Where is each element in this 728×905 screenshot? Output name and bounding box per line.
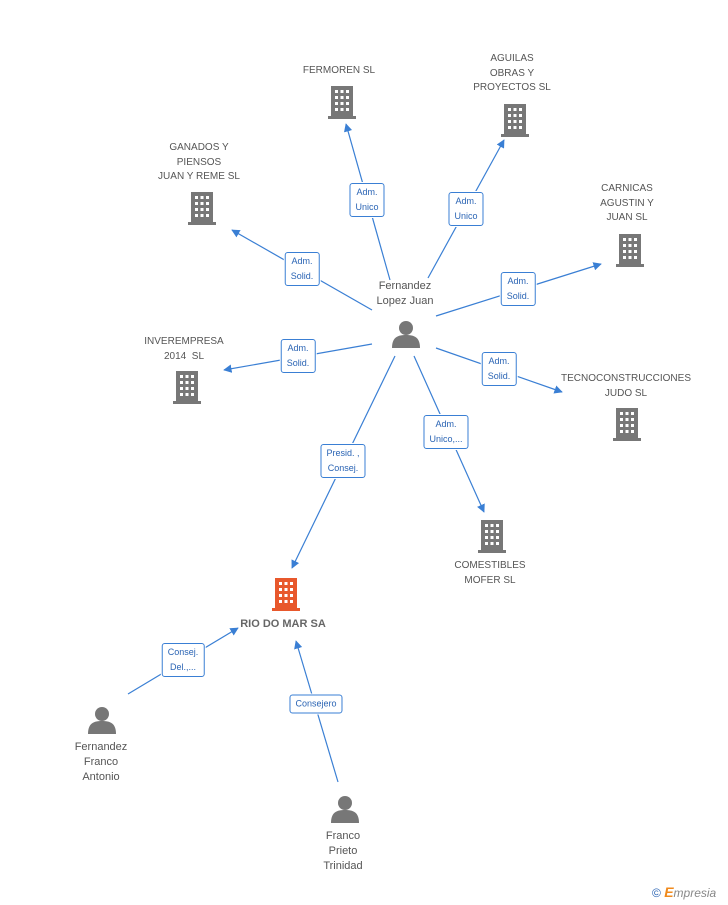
edge-label-line: Del.,...: [169, 662, 197, 672]
central-person-icon[interactable]: [392, 321, 420, 348]
company-label-carnicas[interactable]: CARNICAS AGUSTIN Y JUAN SL: [600, 182, 654, 226]
company-label-line: PIENSOS: [176, 156, 222, 168]
edge-label-riodomar[interactable]: Presid. , Consej.: [320, 444, 366, 478]
edge-label-line: Solid.: [290, 271, 314, 281]
person-label-line: Franco: [325, 830, 361, 842]
person-icon-prieto-trinidad[interactable]: [331, 796, 359, 823]
person-label-line: Trinidad: [323, 860, 363, 872]
company-label-line: JUDO SL: [604, 387, 648, 399]
person-label-line: Fernandez: [74, 741, 128, 753]
main-company-label[interactable]: RIO DO MAR SA: [240, 618, 326, 630]
company-label-line: TECNOCONSTRUCCIONES: [560, 373, 692, 384]
person-label-line: Lopez Juan: [376, 295, 434, 307]
main-company-building-icon[interactable]: [272, 578, 300, 611]
company-building-icon-carnicas[interactable]: [616, 234, 644, 267]
edge-label-line: Unico: [355, 202, 379, 212]
edge-label-line: Consej.: [327, 463, 359, 473]
company-label-line: MOFER SL: [464, 574, 516, 586]
edge-label-line: Consejero: [295, 698, 337, 709]
company-label-line: COMESTIBLES: [454, 560, 526, 571]
person-label-line: Antonio: [82, 771, 120, 783]
edge-label-ganados[interactable]: Adm. Solid.: [284, 252, 320, 286]
company-label-line: OBRAS Y: [489, 67, 535, 79]
edge-label-fermoren[interactable]: Adm. Unico: [349, 183, 385, 217]
edge-label-antonio[interactable]: Consej. Del.,...: [161, 643, 205, 677]
company-label-comestibles[interactable]: COMESTIBLES MOFER SL: [454, 559, 525, 588]
company-label-line: AGUILAS: [490, 53, 534, 64]
edge-label-tecno[interactable]: Adm. Solid.: [481, 352, 517, 386]
edge-label-inverempresa[interactable]: Adm. Solid.: [280, 339, 316, 373]
person-label-prieto-trinidad[interactable]: Franco Prieto Trinidad: [323, 829, 362, 874]
brand-credit[interactable]: © Empresia: [652, 884, 716, 900]
company-label-line: INVEREMPRESA: [144, 336, 224, 347]
company-building-icon-aguilas[interactable]: [501, 104, 529, 137]
company-building-icon-inverempresa[interactable]: [173, 371, 201, 404]
person-label-line: Prieto: [328, 845, 358, 857]
person-icon-franco-antonio[interactable]: [88, 707, 116, 734]
edge-label-line: Solid.: [286, 358, 310, 368]
company-label-line: FERMOREN SL: [302, 65, 376, 76]
edge-label-trinidad[interactable]: Consejero: [289, 694, 343, 714]
edge-label-line: Adm.: [507, 276, 529, 286]
company-label-aguilas[interactable]: AGUILAS OBRAS Y PROYECTOS SL: [473, 52, 551, 96]
edge-label-line: Presid. ,: [326, 448, 360, 458]
edge-label-line: Consej.: [167, 647, 199, 657]
company-building-icon-comestibles[interactable]: [478, 520, 506, 553]
company-label-ganados[interactable]: GANADOS Y PIENSOS JUAN Y REME SL: [158, 141, 240, 185]
edge-label-carnicas[interactable]: Adm. Solid.: [500, 272, 536, 306]
person-label-line: Franco: [83, 756, 119, 768]
company-label-line: JUAN Y REME SL: [158, 171, 240, 182]
company-building-icon-ganados[interactable]: [188, 192, 216, 225]
company-label-fermoren[interactable]: FERMOREN SL: [303, 64, 375, 79]
company-building-icon-tecno[interactable]: [613, 408, 641, 441]
edge-label-comestibles[interactable]: Adm. Unico,...: [423, 415, 469, 449]
company-label-line: JUAN SL: [606, 212, 648, 223]
edge-label-line: Adm.: [455, 196, 477, 206]
company-label-line: CARNICAS: [601, 183, 653, 194]
brand-logo-text: mpresia: [673, 886, 717, 900]
company-label-line: GANADOS Y: [169, 142, 229, 153]
copyright-icon: ©: [652, 886, 661, 900]
company-building-icon-fermoren[interactable]: [328, 86, 356, 119]
person-label-line: Fernandez: [378, 280, 432, 292]
edge-label-aguilas[interactable]: Adm. Unico: [448, 192, 484, 226]
central-person-label[interactable]: Fernandez Lopez Juan: [377, 279, 434, 309]
edge-label-line: Adm.: [287, 343, 309, 353]
edge-label-line: Adm.: [435, 419, 457, 429]
company-label-line: PROYECTOS SL: [473, 82, 551, 93]
edge-label-line: Unico,...: [429, 434, 463, 444]
company-label-inverempresa[interactable]: INVEREMPRESA 2014 SL: [144, 335, 223, 364]
edge-label-line: Adm.: [356, 187, 378, 197]
person-label-franco-antonio[interactable]: Fernandez Franco Antonio: [75, 740, 128, 785]
edge-label-line: Solid.: [487, 371, 511, 381]
edge-label-line: Unico: [454, 211, 478, 221]
company-label-line: AGUSTIN Y: [600, 197, 654, 209]
edge-label-line: Adm.: [291, 256, 313, 266]
edge-label-line: Adm.: [488, 356, 510, 366]
company-label-tecno[interactable]: TECNOCONSTRUCCIONES JUDO SL: [561, 372, 691, 401]
edge-label-line: Solid.: [506, 291, 530, 301]
brand-logo-initial: E: [664, 884, 674, 900]
company-label-line: 2014 SL: [163, 350, 205, 362]
